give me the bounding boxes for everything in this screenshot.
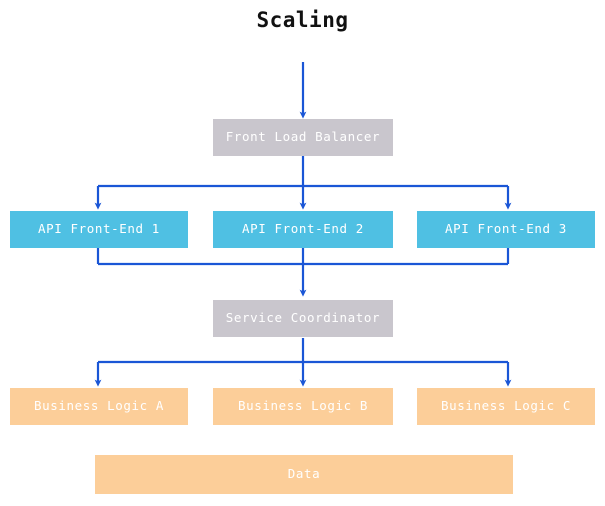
node-business-logic-c[interactable]: Business Logic C — [417, 388, 595, 425]
node-service-coordinator[interactable]: Service Coordinator — [213, 300, 393, 337]
connector-balancer-fanout — [94, 155, 512, 210]
node-api-front-end-3[interactable]: API Front-End 3 — [417, 211, 595, 248]
node-data[interactable]: Data — [95, 455, 513, 494]
node-front-load-balancer[interactable]: Front Load Balancer — [213, 119, 393, 156]
node-api-front-end-2[interactable]: API Front-End 2 — [213, 211, 393, 248]
node-business-logic-b[interactable]: Business Logic B — [213, 388, 393, 425]
connector-coordinator-fanout — [94, 338, 512, 387]
connector-api-merge — [96, 248, 510, 297]
page-title: Scaling — [256, 8, 349, 32]
node-api-front-end-1[interactable]: API Front-End 1 — [10, 211, 188, 248]
node-business-logic-a[interactable]: Business Logic A — [10, 388, 188, 425]
